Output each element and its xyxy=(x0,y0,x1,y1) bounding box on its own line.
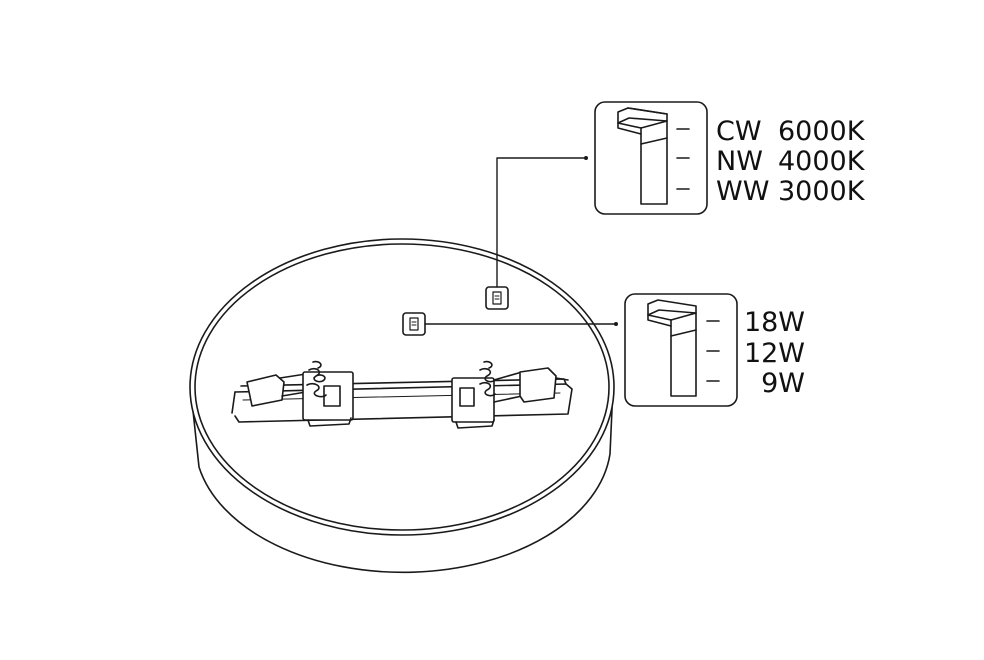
cct-leader-line xyxy=(496,157,587,288)
cct-switch-callout xyxy=(594,101,708,215)
power-option-2: 12W xyxy=(744,338,805,369)
fixture-side-band xyxy=(190,386,614,574)
cct-option-3-code: WW xyxy=(716,176,769,207)
cct-option-2-code: NW xyxy=(716,146,763,177)
power-option-1: 18W xyxy=(744,307,805,338)
cct-leader-dot xyxy=(584,156,588,160)
cct-option-2-value: 4000K xyxy=(778,146,866,177)
mounting-clip-left xyxy=(246,360,354,427)
spring-left xyxy=(306,360,327,398)
cct-option-1-code: CW xyxy=(716,116,762,147)
power-switch-callout xyxy=(624,293,738,407)
spring-right xyxy=(479,360,496,397)
cct-switch-marker xyxy=(485,286,509,310)
round-ceiling-light-icon xyxy=(189,238,615,574)
fixture-inner-rim xyxy=(194,243,610,531)
power-option-3: 9W xyxy=(761,368,805,399)
cct-option-3-value: 3000K xyxy=(778,176,866,207)
led-driver-icon xyxy=(231,360,573,429)
slide-switch-icon xyxy=(617,107,668,205)
slide-switch-icon xyxy=(647,299,697,397)
power-switch-marker xyxy=(402,312,426,336)
fixture-outer-rim xyxy=(189,238,615,536)
mounting-clip-right xyxy=(451,360,569,429)
power-leader-dot xyxy=(614,322,618,326)
cct-option-1-value: 6000K xyxy=(778,116,866,147)
